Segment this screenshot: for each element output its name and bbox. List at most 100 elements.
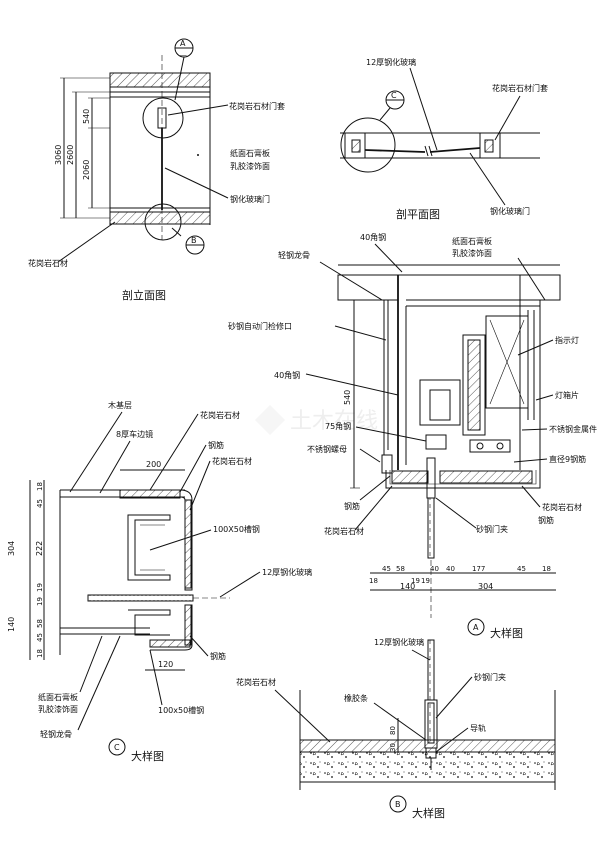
detail-a-label-angle-steel: 40角钢 [360, 232, 386, 242]
detail-c-dim-45a: 45 [36, 499, 44, 508]
detail-a-label-indicator: 指示灯 [555, 335, 579, 345]
detail-c: 200 120 18 45 304 222 19 19 140 58 45 18… [7, 400, 312, 763]
detail-c-label-granite-mid: 花岗岩石材 [212, 456, 252, 466]
detail-c-label-granite-top: 花岗岩石材 [200, 410, 240, 420]
detail-c-dim-200: 200 [146, 460, 161, 469]
detail-b-label-clamp: 砂钢门夹 [474, 672, 506, 682]
elevation-detail-circle-bottom [144, 203, 182, 241]
elevation-label-granite-sleeve: 花岗岩石材门套 [229, 101, 285, 111]
detail-a-label-granite-left: 花岗岩石材 [324, 526, 364, 536]
elevation-dim-upper: 540 [82, 109, 91, 124]
detail-c-dim-222: 222 [35, 541, 44, 556]
detail-a-label-light-piece: 灯箱片 [555, 390, 579, 400]
detail-a-label-keel: 轻钢龙骨 [278, 250, 310, 260]
detail-a-label-granite-right: 花岗岩石材 [542, 502, 582, 512]
detail-b-label-granite: 花岗岩石材 [236, 677, 276, 687]
elevation-bottom-stone-band [109, 211, 211, 225]
plan-detail-circle [340, 117, 396, 173]
detail-b-granite-floor [299, 739, 556, 753]
elevation-dim-lower: 2060 [82, 160, 91, 180]
detail-a-dim-19b: 19 [421, 577, 430, 585]
detail-a-label-rebar9: 直径9钢筋 [549, 454, 586, 464]
detail-c-label-rebar-top: 钢筋 [208, 440, 224, 450]
detail-a-label-ss-nut: 不锈钢螺母 [307, 444, 347, 454]
detail-c-dim-120: 120 [158, 660, 173, 669]
detail-a-dim-40a: 40 [430, 565, 439, 573]
detail-b-dim-80: 80 [389, 726, 397, 735]
detail-a-title: 大样图 [490, 626, 523, 640]
plan-section: C 12厚钢化玻璃 花岗岩石材门套 钢化玻璃门 剖平面图 [340, 57, 548, 221]
detail-a-dims-row1: 18 45 58 19 19 40 40 177 45 18 [369, 565, 551, 585]
detail-b-dim-30: 30 [389, 743, 397, 752]
watermark-text: 土木在线 [290, 409, 378, 434]
detail-b-label-rail: 导轨 [470, 723, 486, 733]
detail-c-dim-19a: 19 [36, 583, 44, 592]
detail-a-dim-18a: 18 [369, 577, 378, 585]
detail-a-dim-height: 540 [343, 390, 352, 405]
detail-a-dim-40b: 40 [446, 565, 455, 573]
detail-c-dim-18a: 18 [36, 482, 44, 491]
detail-a-dim-58: 58 [396, 565, 405, 573]
elevation-dim-mid: 2600 [66, 145, 75, 165]
elevation-callout-b: B [191, 236, 197, 245]
detail-a-label-angle-steel-2: 40角钢 [274, 370, 300, 380]
detail-a-label-access-panel: 砂钢自动门检修口 [228, 321, 292, 331]
elevation-title: 剖立面图 [122, 288, 166, 302]
elevation-callout-a: A [180, 39, 186, 48]
detail-c-dim-58: 58 [36, 619, 44, 628]
svg-text:—: — [180, 51, 187, 59]
detail-c-label-rebar-bottom: 钢筋 [210, 651, 226, 661]
detail-c-label-wood-base: 木基层 [108, 400, 132, 410]
plan-label-glass: 12厚钢化玻璃 [366, 57, 416, 67]
detail-a-label-clamp: 砂钢门夹 [476, 524, 508, 534]
detail-c-label-keel: 轻钢龙骨 [40, 729, 72, 739]
detail-c-title: 大样图 [131, 749, 164, 763]
detail-a-label-gypsum-1: 纸面石膏板 [452, 236, 492, 246]
detail-b-concrete [299, 751, 556, 783]
detail-b-callout: B [395, 800, 401, 809]
detail-a-dim-45b: 45 [517, 565, 526, 573]
detail-b: 80 30 12厚钢化玻璃 砂钢门夹 花岗岩石材 橡胶条 导轨 B 大样图 [236, 637, 556, 820]
detail-a-label-rebar-right: 钢筋 [538, 515, 554, 525]
detail-b-glass [427, 639, 435, 701]
elevation-top-stone-band [109, 72, 211, 88]
detail-c-label-mirror: 8厚车边镜 [116, 429, 153, 439]
detail-a-dim-177: 177 [472, 565, 485, 573]
detail-c-granite-top [119, 489, 181, 499]
detail-c-callout: C [114, 743, 120, 752]
detail-c-dim-19b: 19 [36, 597, 44, 606]
plan-label-glass-door: 钢化玻璃门 [490, 206, 530, 216]
detail-a-label-ss-fitting: 不锈钢金属件 [549, 424, 597, 434]
detail-c-label-channel-steel-2: 100x50槽钢 [158, 705, 204, 715]
detail-a-dim-18b: 18 [542, 565, 551, 573]
detail-a-glass [427, 497, 435, 559]
detail-a: 540 18 45 58 19 19 40 40 177 45 18 140 3… [228, 232, 597, 640]
detail-a-dim-45a: 45 [382, 565, 391, 573]
detail-b-label-glass: 12厚钢化玻璃 [374, 637, 424, 647]
detail-c-dim-304: 304 [7, 541, 16, 556]
detail-c-label-glass: 12厚钢化玻璃 [262, 567, 312, 577]
detail-c-glass [87, 594, 194, 602]
elevation-detail-circle-top [142, 97, 184, 139]
detail-a-dim-140: 140 [400, 582, 415, 591]
detail-c-dim-45b: 45 [36, 633, 44, 642]
elevation-label-gypsum-1: 纸面石膏板 [230, 148, 270, 158]
elevation-label-gypsum-2: 乳胶漆饰面 [230, 161, 270, 171]
detail-b-title: 大样图 [412, 806, 445, 820]
elevation-dim-total: 3060 [54, 145, 63, 165]
detail-c-dim-140: 140 [7, 617, 16, 632]
detail-c-dim-18b: 18 [36, 649, 44, 658]
detail-c-channel-steel [127, 514, 171, 581]
plan-label-granite-sleeve: 花岗岩石材门套 [492, 83, 548, 93]
detail-a-label-gypsum-2: 乳胶漆饰面 [452, 248, 492, 258]
detail-c-label-channel-steel: 100X50槽钢 [213, 524, 260, 534]
watermark: 土木在线 [255, 405, 378, 435]
elevation-label-glass-door: 钢化玻璃门 [230, 194, 270, 204]
detail-a-dim-19a: 19 [411, 577, 420, 585]
elevation-label-granite: 花岗岩石材 [28, 258, 68, 268]
detail-b-label-rubber: 橡胶条 [344, 693, 368, 703]
detail-c-label-gypsum-2: 乳胶漆饰面 [38, 704, 78, 714]
detail-c-label-gypsum-1: 纸面石膏板 [38, 692, 78, 702]
elevation-section: A — B 花岗岩石材门套 纸面石膏板 乳胶漆饰面 钢化玻璃门 花岗岩石材 30… [28, 38, 285, 302]
